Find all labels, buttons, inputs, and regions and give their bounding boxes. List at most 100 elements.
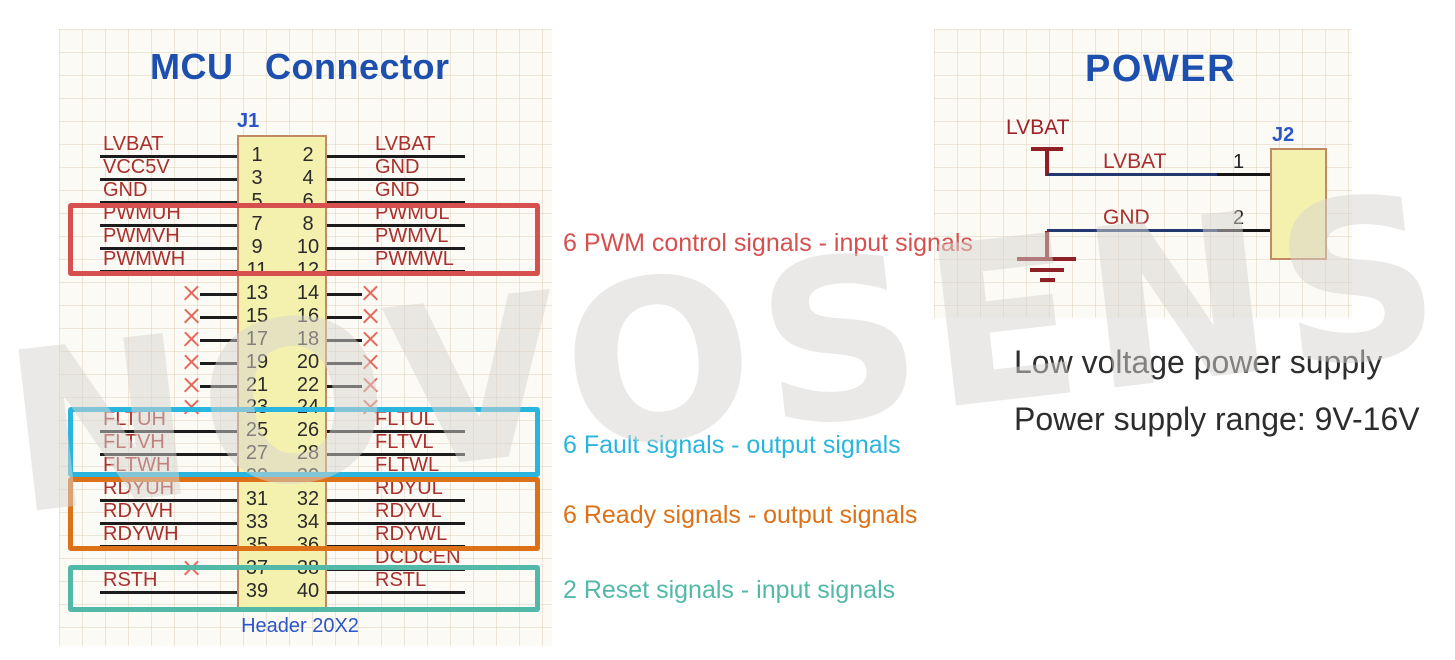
no-connect-x-icon	[362, 285, 379, 302]
ground-symbol-bar2-icon	[1030, 268, 1064, 272]
power-note-line2: Power supply range: 9V-16V	[1014, 401, 1420, 437]
right-net-label: FLTWL	[375, 454, 440, 476]
mcu-connector-title: MCU Connector	[150, 46, 450, 87]
no-connect-x-icon	[183, 377, 200, 394]
left-pin-wire	[100, 201, 237, 204]
no-connect-x-icon	[183, 331, 200, 348]
j2-pin2-stub-wire	[1217, 229, 1271, 232]
pin-number-right: 34	[296, 511, 320, 533]
right-pin-wire	[327, 224, 465, 227]
left-pin-wire	[100, 178, 237, 181]
pin-number-left: 21	[245, 374, 269, 396]
right-pin-wire	[327, 591, 465, 594]
right-net-label: RDYUL	[375, 477, 443, 499]
power-note-line1: Low voltage power supply	[1014, 344, 1383, 380]
pin-number-left: 39	[245, 580, 269, 602]
group-box-pwm	[68, 203, 540, 276]
left-pin-wire	[100, 430, 237, 433]
pin-number-left: 7	[251, 213, 263, 235]
right-pin-wire	[327, 155, 465, 158]
left-nc-stub-wire	[200, 385, 237, 388]
right-nc-stub-wire	[327, 339, 362, 342]
group-box-fault	[68, 407, 540, 477]
pin-number-right: 22	[296, 374, 320, 396]
left-net-label: RDYUH	[103, 477, 175, 499]
no-connect-x-icon	[362, 308, 379, 325]
group-box-reset	[68, 565, 540, 612]
j2-pin1-stub-wire	[1217, 173, 1271, 176]
power-port-stem-icon	[1045, 150, 1049, 176]
pin-number-right: 10	[296, 236, 320, 258]
right-nc-stub-wire	[327, 293, 362, 296]
lvbat-power-port-label: LVBAT	[1006, 116, 1070, 139]
pin-number-left: 33	[245, 511, 269, 533]
j2-connector-body	[1270, 148, 1327, 260]
left-net-label: PWMVH	[103, 225, 180, 247]
pin-number-right: 26	[296, 419, 320, 441]
left-pin-wire	[100, 155, 237, 158]
right-nc-stub-wire	[327, 385, 362, 388]
right-pin-wire	[327, 499, 465, 502]
pin-number-right: 14	[296, 282, 320, 304]
no-connect-x-icon	[362, 331, 379, 348]
right-net-label: LVBAT	[375, 133, 436, 155]
right-nc-stub-wire	[327, 362, 362, 365]
right-pin-wire	[327, 201, 465, 204]
no-connect-x-icon	[183, 354, 200, 371]
annotation-pwm: 6 PWM control signals - input signals	[563, 229, 973, 257]
no-connect-x-icon	[183, 308, 200, 325]
right-pin-wire	[327, 178, 465, 181]
pin-number-left: 17	[245, 328, 269, 350]
left-pin-wire	[100, 224, 237, 227]
pin-number-right: 28	[296, 442, 320, 464]
pin-number-left: 1	[251, 144, 263, 166]
pin-number-left: 15	[245, 305, 269, 327]
left-net-label: RDYWH	[103, 523, 179, 545]
footprint-label: Header 20X2	[241, 615, 359, 637]
pin-number-right: 2	[302, 144, 314, 166]
pin-number-right: 18	[296, 328, 320, 350]
left-net-label: FLTVH	[103, 431, 165, 453]
left-nc-stub-wire	[200, 293, 237, 296]
right-net-label: FLTUL	[375, 408, 435, 430]
pin-number-right: 16	[296, 305, 320, 327]
pin-number-right: 20	[296, 351, 320, 373]
right-net-label: FLTVL	[375, 431, 434, 453]
left-nc-stub-wire	[200, 362, 237, 365]
pin-number-left: 27	[245, 442, 269, 464]
lvbat-net-label: LVBAT	[1103, 150, 1167, 173]
left-pin-wire	[100, 453, 237, 456]
left-nc-stub-wire	[200, 339, 237, 342]
pin-number-right: 4	[302, 167, 314, 189]
pin-number-right: 6	[302, 190, 314, 212]
pin-number-right: 32	[296, 488, 320, 510]
left-net-label: GND	[103, 179, 148, 201]
pin-number-left: 25	[245, 419, 269, 441]
pin-number-right: 40	[296, 580, 320, 602]
group-box-ready	[68, 477, 540, 551]
right-pin-wire	[327, 522, 465, 525]
pin-number-left: 31	[245, 488, 269, 510]
power-title: POWER	[1085, 48, 1237, 90]
left-nc-stub-wire	[200, 316, 237, 319]
ground-symbol-bar1-icon	[1017, 257, 1076, 261]
pin-number-left: 5	[251, 190, 263, 212]
left-pin-wire	[100, 522, 237, 525]
j2-pin2-number: 2	[1233, 207, 1245, 229]
no-connect-x-icon	[362, 377, 379, 394]
no-connect-x-icon	[183, 285, 200, 302]
left-net-label: RDYVH	[103, 500, 174, 522]
annotation-reset: 2 Reset signals - input signals	[563, 576, 896, 604]
pin-number-left: 3	[251, 167, 263, 189]
right-net-label: DCDCEN	[375, 546, 461, 568]
left-pin-wire	[100, 591, 237, 594]
right-net-label: GND	[375, 179, 420, 201]
left-net-label: FLTUH	[103, 408, 166, 430]
left-net-label: LVBAT	[103, 133, 164, 155]
annotation-fault: 6 Fault signals - output signals	[563, 431, 901, 459]
annotation-ready: 6 Ready signals - output signals	[563, 501, 918, 529]
right-pin-wire	[327, 430, 465, 433]
gnd-net-label: GND	[1103, 206, 1150, 229]
j2-designator: J2	[1272, 124, 1295, 146]
right-net-label: RSTL	[375, 569, 427, 591]
